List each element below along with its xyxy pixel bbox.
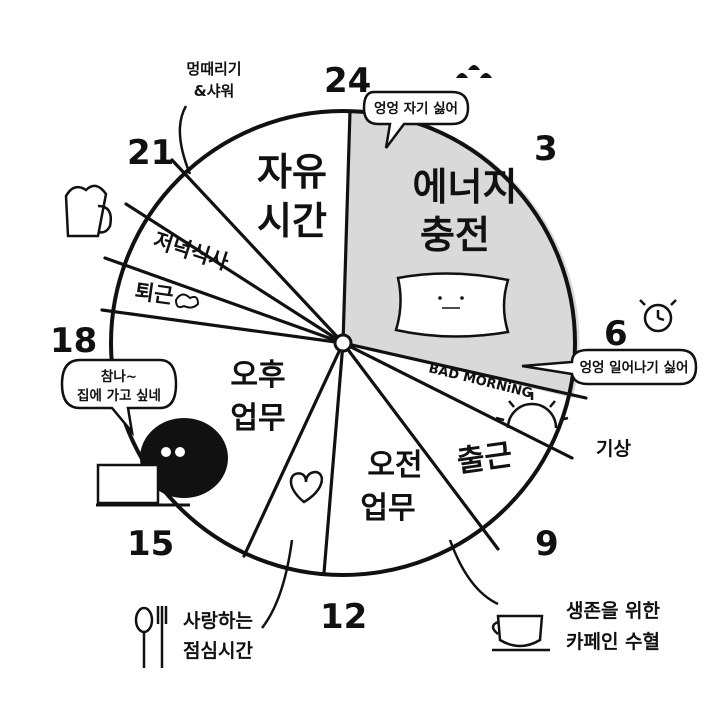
lunch-arrow: [261, 539, 294, 629]
heart-icon: [289, 470, 324, 504]
hour-12: 12: [320, 597, 367, 637]
morning-work-label-1: 오전: [367, 448, 422, 483]
coffee-cup-icon: [491, 614, 550, 652]
lunch-label-2: 점심시간: [183, 640, 253, 662]
sweat-drops-icon: [456, 65, 492, 78]
puff-icon: [174, 293, 200, 309]
lunch-label-1: 사랑하는: [183, 610, 253, 632]
pillow-icon: [394, 272, 510, 338]
afternoon-work-label-2: 업무: [230, 401, 285, 436]
free-time-label-1: 자유: [257, 150, 327, 194]
spoon-fork-icon: [134, 606, 168, 668]
commute-label: 출근: [455, 437, 515, 479]
hour-18: 18: [50, 321, 97, 361]
zone-out-arrow: [178, 105, 192, 175]
sleep-speech-bubble: 엉엉 자기 싫어: [362, 90, 470, 149]
cafe-arrow: [448, 539, 499, 606]
home-bubble-text-1: 참나~: [101, 368, 137, 385]
wake-speech-bubble: 엉엉 일어나기 싫어: [521, 348, 698, 386]
hour-6: 6: [604, 314, 628, 354]
sun-icon: [495, 392, 569, 429]
hour-3: 3: [534, 129, 558, 169]
wake-bubble-text: 엉엉 일어나기 싫어: [580, 359, 689, 376]
energy-label-1: 에너지: [413, 165, 518, 209]
zone-out-label-2: &샤워: [194, 82, 235, 100]
alarm-clock-icon: [639, 299, 677, 333]
home-bubble-text-2: 집에 가고 싶네: [77, 387, 161, 404]
free-time-label-2: 시간: [257, 199, 327, 243]
clock-face: [109, 109, 577, 577]
beer-mug-icon: [64, 184, 112, 238]
sleep-bubble-text: 엉엉 자기 싫어: [374, 100, 458, 117]
morning-work-label-2: 업무: [360, 491, 415, 526]
afternoon-work-label-1: 오후: [230, 358, 285, 393]
clock-center: [333, 333, 353, 353]
dinner-label: 저녁식사: [150, 228, 232, 275]
wake-up-label: 기상: [596, 438, 631, 460]
hour-21: 21: [127, 133, 174, 173]
cafe-label-1: 생존을 위한: [566, 600, 661, 622]
cafe-label-2: 카페인 수혈: [566, 630, 660, 653]
hour-9: 9: [535, 524, 559, 564]
laptop-icon: [96, 418, 228, 507]
hour-24: 24: [324, 61, 371, 101]
energy-label-2: 충전: [420, 213, 490, 257]
off-work-label: 퇴근: [133, 279, 175, 308]
hour-15: 15: [127, 524, 174, 564]
home-speech-bubble: 참나~ 집에 가고 싶네: [60, 358, 178, 437]
segment-dividers: [100, 109, 588, 575]
zone-out-label-1: 멍때리기: [186, 60, 241, 78]
